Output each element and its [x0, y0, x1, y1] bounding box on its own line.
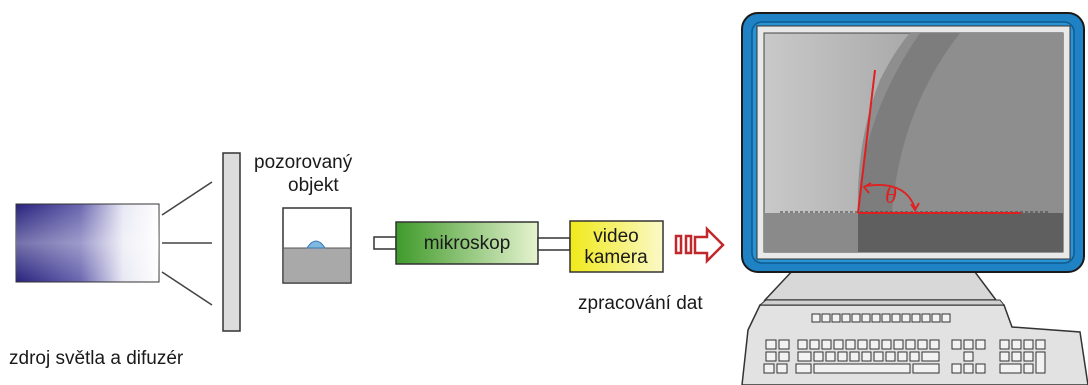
object-label-line1: pozorovaný: [254, 152, 353, 173]
source-label: zdroj světla a difuzér: [9, 348, 184, 369]
angle-arc: [865, 184, 916, 209]
camera-label-line1: video: [593, 226, 638, 247]
video-camera: [569, 220, 664, 273]
tangent-line: [857, 69, 876, 214]
object-label-line2: objekt: [288, 175, 339, 196]
screen-image: [763, 32, 1064, 253]
connector-tube: [537, 237, 571, 251]
diffuser: [222, 152, 241, 332]
microscope: [395, 221, 539, 265]
computer-monitor-icon: θ: [741, 12, 1085, 301]
microscope-label: mikroskop: [424, 233, 511, 254]
light-source: [15, 203, 160, 283]
right-arrow-icon: [674, 225, 725, 265]
camera-label-line2: kamera: [584, 247, 648, 268]
droplet: [306, 240, 326, 249]
observed-object: [282, 207, 352, 284]
processing-label: zpracování dat: [578, 293, 703, 314]
angle-theta-label: θ: [885, 183, 897, 209]
light-rays: [161, 181, 213, 306]
keyboard-icon: [741, 299, 1088, 385]
objective-tube: [373, 236, 397, 250]
